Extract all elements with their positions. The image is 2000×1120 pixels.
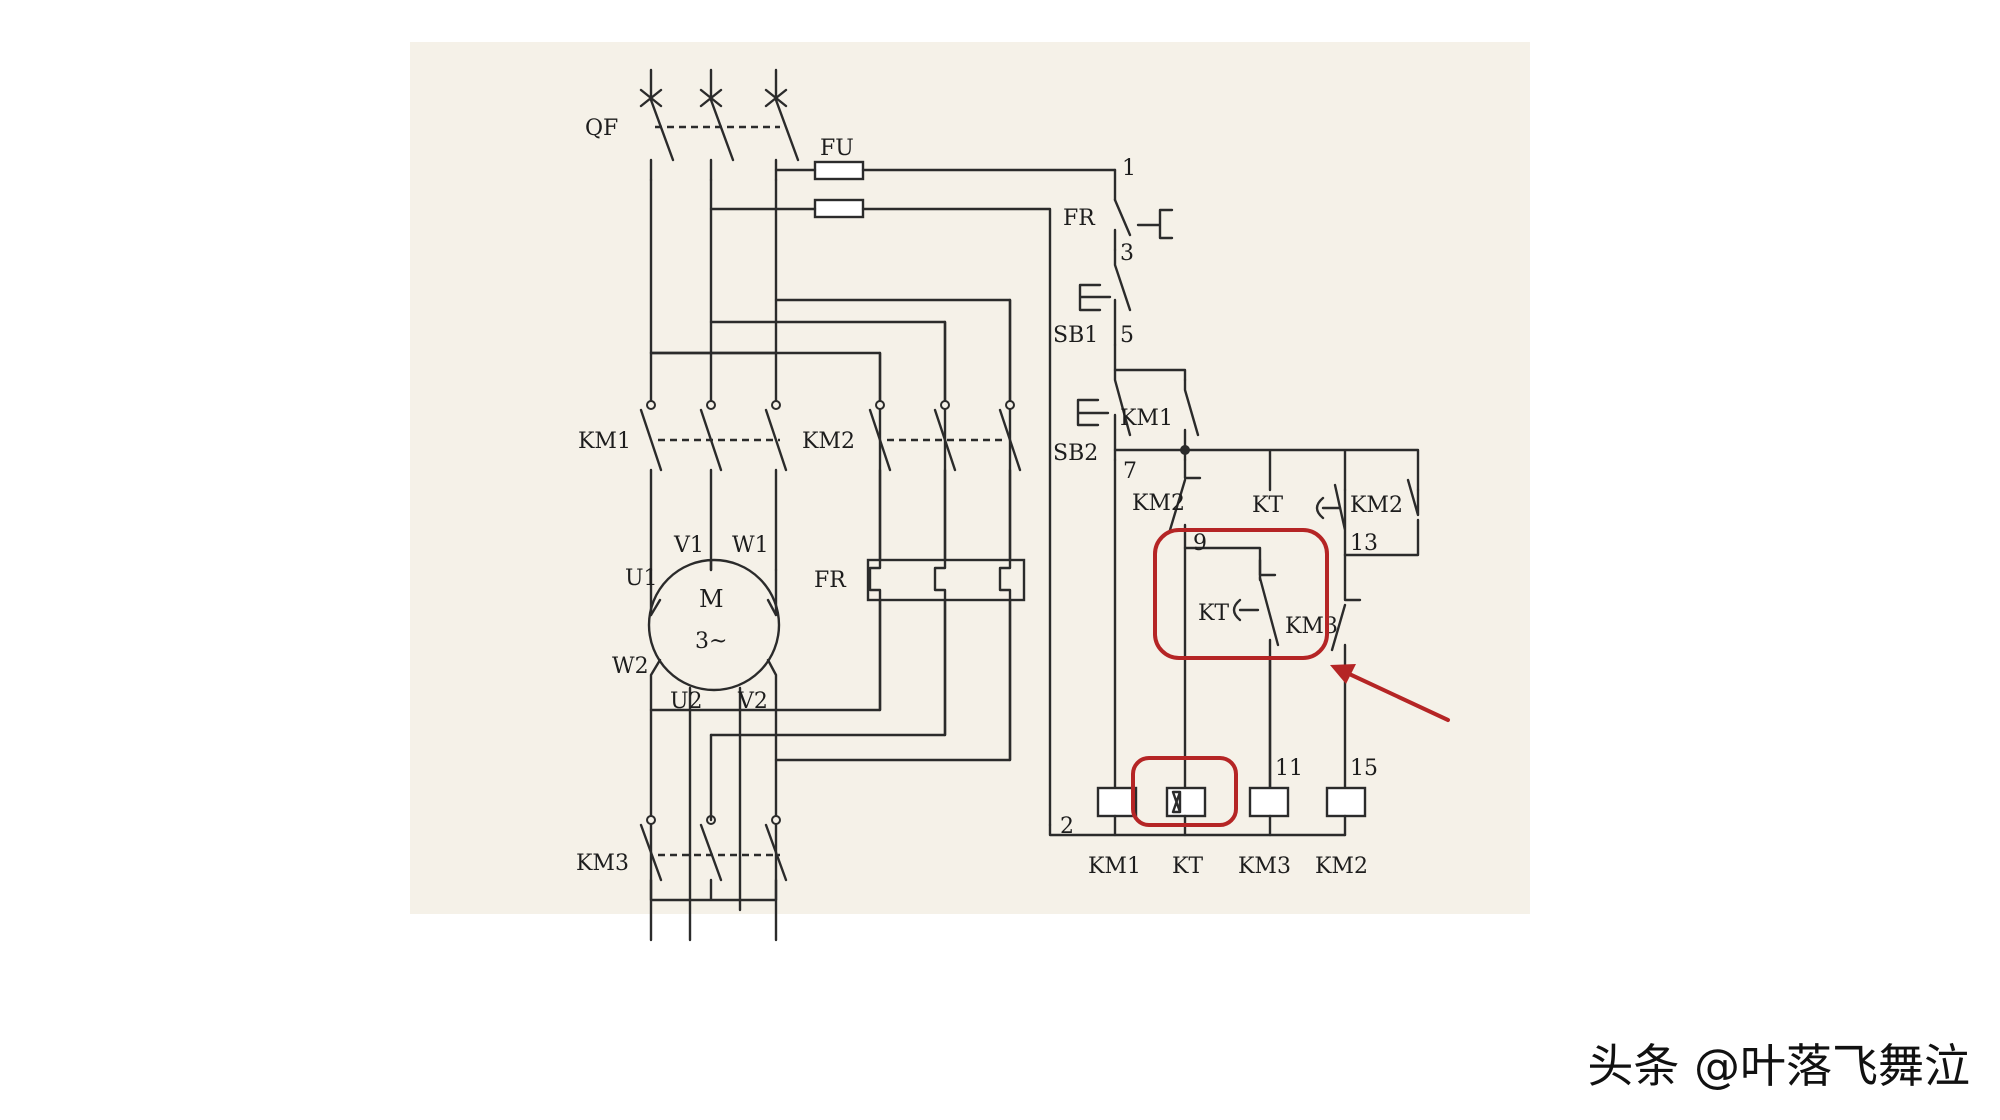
label-km3-nc: KM3 bbox=[1285, 614, 1338, 639]
label-fr-ctrl: FR bbox=[1063, 206, 1096, 231]
kt-km2-no-contacts bbox=[1315, 478, 1420, 557]
qf-breaker bbox=[639, 68, 800, 182]
label-u1: U1 bbox=[625, 566, 658, 591]
label-sb1: SB1 bbox=[1053, 323, 1098, 348]
label-w2: W2 bbox=[612, 654, 649, 679]
label-km2-nc: KM2 bbox=[1132, 491, 1185, 516]
label-v2: V2 bbox=[737, 689, 768, 714]
label-coil-km3: KM3 bbox=[1238, 854, 1291, 879]
fr-thermal-relay bbox=[866, 558, 1026, 762]
label-node-9: 9 bbox=[1193, 531, 1207, 556]
coils bbox=[1096, 786, 1367, 837]
label-node-13: 13 bbox=[1350, 531, 1378, 556]
km2-nc-contact bbox=[1168, 458, 1202, 550]
label-node-15: 15 bbox=[1350, 756, 1378, 781]
label-km2-power: KM2 bbox=[802, 429, 855, 454]
label-node-3: 3 bbox=[1120, 241, 1134, 266]
label-motor-phase: 3~ bbox=[695, 629, 727, 654]
label-motor-m: M bbox=[699, 585, 724, 613]
power-circuit bbox=[639, 68, 1117, 942]
sb2-start-button bbox=[1076, 368, 1132, 462]
control-circuit bbox=[1048, 168, 1420, 837]
label-node-2: 2 bbox=[1060, 814, 1074, 839]
label-v1: V1 bbox=[673, 533, 704, 558]
label-u2: U2 bbox=[670, 689, 703, 714]
highlight-kt-delay-contact bbox=[1153, 528, 1329, 660]
label-kt-nc: KT bbox=[1198, 601, 1229, 626]
highlight-kt-coil bbox=[1131, 756, 1238, 827]
fr-nc-contact bbox=[1113, 198, 1174, 252]
label-coil-km2: KM2 bbox=[1315, 854, 1368, 879]
label-km1-aux: KM1 bbox=[1120, 406, 1173, 431]
annotations bbox=[1131, 528, 1450, 827]
label-fr-power: FR bbox=[814, 568, 847, 593]
label-qf: QF bbox=[585, 116, 618, 141]
label-node-7: 7 bbox=[1123, 459, 1137, 484]
label-node-11: 11 bbox=[1275, 756, 1303, 781]
arrow-head bbox=[1330, 664, 1356, 684]
label-coil-km1: KM1 bbox=[1088, 854, 1141, 879]
km2-power-contacts bbox=[868, 408, 1022, 562]
label-fu: FU bbox=[820, 136, 854, 161]
label-w1: W1 bbox=[732, 533, 769, 558]
km1-km2-terminals bbox=[646, 298, 1015, 410]
label-sb2: SB2 bbox=[1053, 441, 1098, 466]
sb1-stop-button bbox=[1078, 248, 1132, 347]
label-node-1: 1 bbox=[1122, 156, 1136, 181]
label-coil-kt: KT bbox=[1172, 854, 1203, 879]
label-km1-power: KM1 bbox=[578, 429, 631, 454]
labels: QF FU KM1 KM2 FR KM3 M 3~ U1 V1 W1 W2 U2… bbox=[576, 116, 1403, 879]
km3-power-contacts bbox=[639, 733, 788, 902]
watermark: 头条 @叶落飞舞泣 bbox=[1587, 1039, 1970, 1093]
label-km2-no: KM2 bbox=[1350, 493, 1403, 518]
label-node-5: 5 bbox=[1120, 323, 1134, 348]
label-km3-power: KM3 bbox=[576, 851, 629, 876]
annotation-arrow bbox=[1343, 670, 1450, 722]
km1-power-contacts bbox=[639, 408, 788, 572]
label-kt-no: KT bbox=[1252, 493, 1283, 518]
fuses bbox=[709, 160, 1117, 827]
diagram-panel bbox=[410, 42, 1530, 914]
